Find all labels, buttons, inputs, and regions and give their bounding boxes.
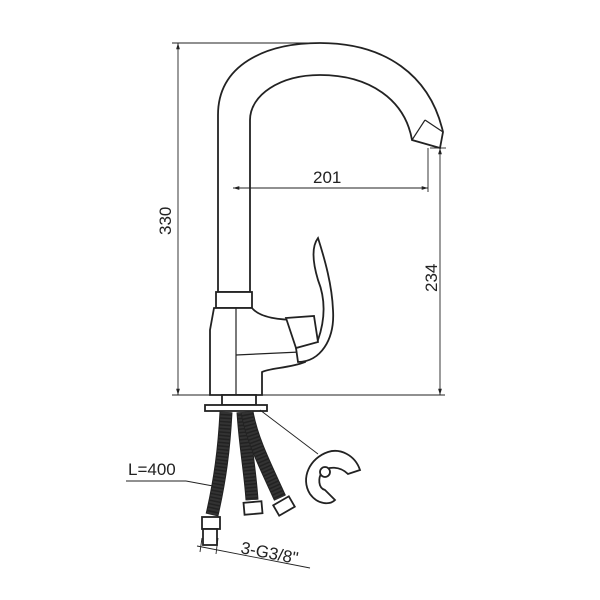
dimension-234-label: 234 bbox=[422, 264, 441, 292]
c-clip-detail bbox=[305, 450, 362, 505]
hose-length-callout: L=400 bbox=[126, 460, 214, 487]
connection-label: 3-G3/8" bbox=[239, 538, 300, 568]
dimension-330-label: 330 bbox=[156, 207, 175, 235]
faucet-body bbox=[209, 291, 306, 396]
dimension-201-label: 201 bbox=[313, 168, 341, 187]
dimension-201: 201 bbox=[233, 148, 429, 192]
hoses bbox=[201, 410, 297, 546]
mounting-plate bbox=[204, 394, 319, 455]
faucet-spout bbox=[217, 42, 444, 293]
faucet-handle bbox=[284, 236, 334, 363]
dimension-234: 234 bbox=[422, 147, 446, 395]
hose-length-label: L=400 bbox=[128, 460, 176, 479]
